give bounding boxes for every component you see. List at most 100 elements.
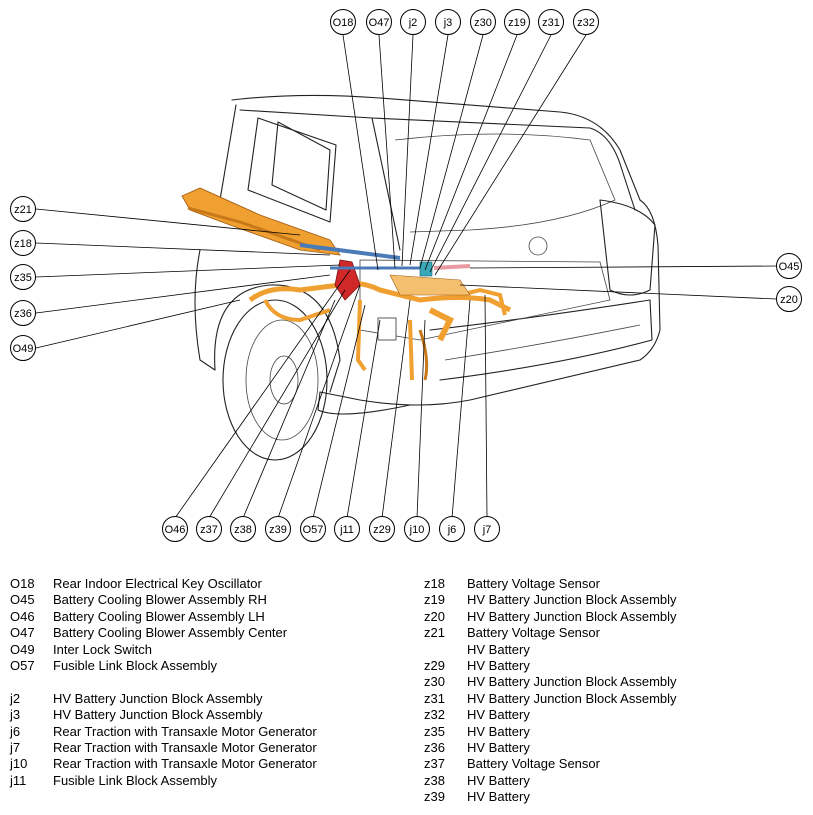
legend-code: j3 [10,707,21,723]
legend-description: Battery Cooling Blower Assembly RH [53,592,267,608]
legend-code: O49 [10,641,35,657]
legend-code: O57 [10,658,35,674]
legend-code: O46 [10,608,35,624]
legend-description: HV Battery [467,658,530,674]
legend-code: z18 [424,576,445,591]
legend-code: O45 [10,592,35,608]
svg-text:j2: j2 [408,17,418,29]
legend-row: z29 HV Battery [424,658,677,674]
svg-text:z38: z38 [234,524,252,536]
callout-z29: z29 [369,516,395,542]
svg-text:j7: j7 [482,524,492,536]
svg-text:O49: O49 [13,343,34,355]
svg-text:z29: z29 [373,524,391,536]
legend-description: Rear Traction with Transaxle Motor Gener… [53,756,317,772]
callout-z32: z32 [573,9,599,35]
svg-text:O46: O46 [165,524,186,536]
legend-row [10,674,317,690]
legend-description: HV Battery Junction Block Assembly [53,707,263,723]
legend-description: Rear Traction with Transaxle Motor Gener… [53,723,317,739]
legend-description: HV Battery [467,789,530,805]
legend-description: Inter Lock Switch [53,641,152,657]
svg-text:j6: j6 [447,524,457,536]
legend-code: z35 [424,723,445,739]
legend-row: z39 HV Battery [424,789,677,805]
callout-z35: z35 [10,264,36,290]
callout-o45: O45 [776,253,802,279]
svg-text:z31: z31 [542,17,560,29]
callout-z36: z36 [10,300,36,326]
callout-z18: z18 [10,230,36,256]
legend-code: z38 [424,772,445,788]
callout-z39: z39 [265,516,291,542]
legend-row: z18 Battery Voltage Sensor [424,576,677,592]
legend-row: z35 HV Battery [424,724,677,740]
legend-description: Battery Voltage Sensor [467,756,600,772]
callout-o46: O46 [162,516,188,542]
svg-text:z19: z19 [508,17,526,29]
svg-text:j3: j3 [443,17,453,29]
legend-description: HV Battery [467,740,530,756]
svg-text:z32: z32 [577,17,595,29]
legend-row: z36 HV Battery [424,740,677,756]
legend-code: z20 [424,608,445,624]
callout-j10: j10 [404,516,430,542]
legend-row: O46 Battery Cooling Blower Assembly LH [10,609,317,625]
legend-code [424,642,467,658]
legend-row: HV Battery [424,642,677,658]
svg-text:z21: z21 [14,204,32,216]
legend-code: z31 [424,690,445,706]
legend-code: z21 [424,625,445,641]
svg-text:z18: z18 [14,238,32,250]
callout-z37: z37 [196,516,222,542]
legend-description: HV Battery [467,723,530,739]
legend-row: z20 HV Battery Junction Block Assembly [424,609,677,625]
legend-row: z37 Battery Voltage Sensor [424,756,677,772]
svg-text:O18: O18 [333,17,354,29]
legend-code: z39 [424,789,445,805]
legend-row: z30 HV Battery Junction Block Assembly [424,674,677,690]
legend-description: Rear Traction with Transaxle Motor Gener… [53,740,317,756]
callout-z20: z20 [776,286,802,312]
legend-row: O49 Inter Lock Switch [10,642,317,658]
legend-description: Battery Cooling Blower Assembly LH [53,608,265,624]
legend-description: Battery Voltage Sensor [467,576,600,591]
legend-code: j11 [10,772,27,788]
legend-description: HV Battery Junction Block Assembly [467,608,677,624]
legend-code: z37 [424,756,445,772]
callout-z30: z30 [470,9,496,35]
callout-o49: O49 [10,335,36,361]
leader-lines [35,34,777,519]
legend-code: z29 [424,658,445,674]
svg-text:O45: O45 [779,261,800,273]
legend-description: HV Battery Junction Block Assembly [467,674,677,690]
callout-o57: O57 [300,516,326,542]
legend-code: z30 [424,674,445,690]
svg-text:z39: z39 [269,524,287,536]
legend-description: HV Battery Junction Block Assembly [467,592,677,608]
callout-o18: O18 [330,9,356,35]
svg-text:z36: z36 [14,308,32,320]
legend-code: j6 [10,723,21,739]
legend-row: j6 Rear Traction with Transaxle Motor Gen… [10,724,317,740]
legend-code: O47 [10,625,35,641]
callout-j2: j2 [400,9,426,35]
svg-text:z37: z37 [200,524,218,536]
callout-o47: O47 [366,9,392,35]
legend-description: HV Battery [467,707,530,723]
legend-code: z36 [424,740,445,756]
